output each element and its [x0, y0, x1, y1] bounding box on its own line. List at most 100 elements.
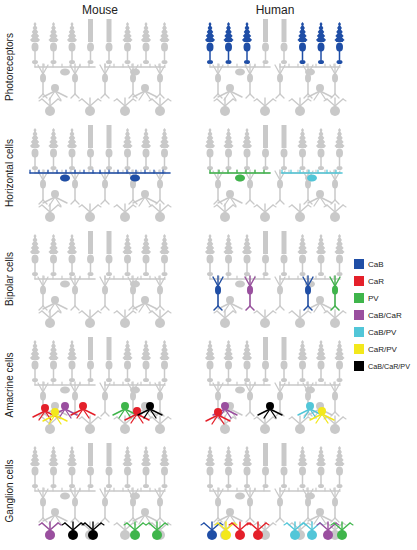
- bipolar-terminal: [335, 412, 339, 416]
- ganglion-soma: [235, 530, 245, 540]
- bipolar-terminal: [335, 306, 339, 310]
- amacrine-soma: [221, 402, 229, 410]
- horizontal-soma: [60, 387, 70, 394]
- bipolar-dendrite: [75, 489, 80, 498]
- legend-swatch: [354, 344, 364, 354]
- bipolar-axon: [104, 506, 106, 518]
- photoreceptor-axon: [228, 475, 230, 484]
- ganglion-dendrite: [133, 311, 136, 313]
- bipolar-axon: [104, 82, 106, 94]
- photoreceptor-axon: [209, 263, 211, 272]
- cone-outer-segment: [48, 234, 58, 254]
- photoreceptor-axon: [283, 157, 285, 166]
- photoreceptor-axon: [90, 475, 92, 484]
- photoreceptor-axon: [71, 369, 73, 378]
- cone-outer-segment: [242, 234, 252, 254]
- horizontal-tip: [288, 64, 289, 67]
- photoreceptor-terminal: [162, 166, 168, 170]
- bipolar-dendrite: [250, 277, 255, 286]
- bipolar-terminal: [250, 306, 254, 310]
- ganglion-dendrite: [165, 523, 168, 525]
- ganglion-dendrite: [114, 417, 117, 419]
- bipolar-dendrite: [275, 383, 280, 392]
- bipolar-terminal: [335, 94, 339, 98]
- amacrine-soma: [226, 508, 234, 516]
- amacrine-dendrite: [39, 411, 45, 420]
- photoreceptor-axon: [127, 51, 129, 60]
- photoreceptor-terminal: [263, 272, 269, 276]
- ganglion-dendrite: [79, 99, 82, 101]
- horizontal-tip: [29, 170, 30, 173]
- photoreceptor-axon: [34, 263, 36, 272]
- photoreceptor-soma: [225, 149, 232, 158]
- bipolar-dendrite: [100, 65, 105, 74]
- ganglion-dendrite: [292, 99, 300, 106]
- ganglion-dendrite: [159, 98, 160, 106]
- bipolar-dendrite: [105, 277, 110, 286]
- photoreceptor-soma: [50, 43, 57, 52]
- ganglion-dendrite: [92, 522, 93, 530]
- photoreceptor-soma: [106, 149, 113, 158]
- ganglion-dendrite: [257, 522, 258, 530]
- ganglion-soma: [220, 106, 230, 116]
- ganglion-dendrite: [49, 522, 50, 530]
- photoreceptor-terminal: [162, 272, 168, 276]
- ganglion-dendrite: [350, 523, 353, 525]
- photoreceptor-soma: [69, 467, 76, 476]
- photoreceptor-terminal: [125, 60, 131, 64]
- ganglion-dendrite: [233, 99, 236, 101]
- photoreceptor-soma: [69, 43, 76, 52]
- amacrine-soma: [51, 408, 59, 416]
- ganglion-dendrite: [160, 311, 168, 318]
- ganglion-dendrite: [224, 204, 225, 212]
- cone-outer-segment: [122, 446, 132, 466]
- ganglion-soma: [290, 530, 300, 540]
- ganglion-dendrite: [289, 417, 292, 419]
- ganglion-dendrite: [39, 99, 42, 101]
- rod-outer-segment: [282, 231, 287, 254]
- ganglion-dendrite: [308, 523, 311, 525]
- photoreceptor-terminal: [51, 60, 57, 64]
- photoreceptor-axon: [90, 263, 92, 272]
- bipolar-soma: [40, 498, 46, 507]
- bipolar-dendrite: [213, 277, 218, 286]
- ganglion-dendrite: [39, 523, 42, 525]
- bipolar-soma: [215, 392, 221, 401]
- photoreceptor-soma: [336, 255, 343, 264]
- horizontal-soma: [60, 281, 70, 288]
- photoreceptor-axon: [228, 263, 230, 272]
- photoreceptor-soma: [69, 255, 76, 264]
- bipolar-dendrite: [213, 383, 218, 392]
- bipolar-axon: [334, 506, 336, 518]
- photoreceptor-soma: [207, 467, 214, 476]
- ganglion-dendrite: [89, 416, 90, 424]
- photoreceptor-soma: [262, 149, 269, 158]
- bipolar-dendrite: [280, 383, 285, 392]
- bipolar-terminal: [105, 200, 109, 204]
- bipolar-dendrite: [75, 383, 80, 392]
- ganglion-soma: [120, 106, 130, 116]
- bipolar-axon: [249, 294, 251, 306]
- ganglion-dendrite: [257, 311, 265, 318]
- bipolar-soma: [72, 286, 78, 295]
- ganglion-dendrite: [124, 204, 125, 212]
- bipolar-axon: [249, 82, 251, 94]
- bipolar-dendrite: [275, 171, 280, 180]
- photoreceptor-axon: [34, 157, 36, 166]
- ganglion-dendrite: [152, 205, 160, 212]
- bipolar-dendrite: [155, 383, 160, 392]
- ganglion-dendrite: [135, 523, 143, 530]
- photoreceptor-terminal: [106, 60, 112, 64]
- ganglion-dendrite: [342, 523, 350, 530]
- photoreceptor-terminal: [337, 60, 343, 64]
- amacrine-soma: [306, 402, 314, 410]
- legend-swatch: [354, 293, 364, 303]
- photoreceptor-axon: [320, 51, 322, 60]
- ganglion-dendrite: [289, 99, 292, 101]
- horizontal-tip: [140, 382, 141, 385]
- ganglion-dendrite: [133, 99, 136, 101]
- ganglion-soma: [152, 530, 162, 540]
- bipolar-dendrite: [250, 383, 255, 392]
- ganglion-dendrite: [79, 311, 82, 313]
- ganglion-dendrite: [257, 205, 265, 212]
